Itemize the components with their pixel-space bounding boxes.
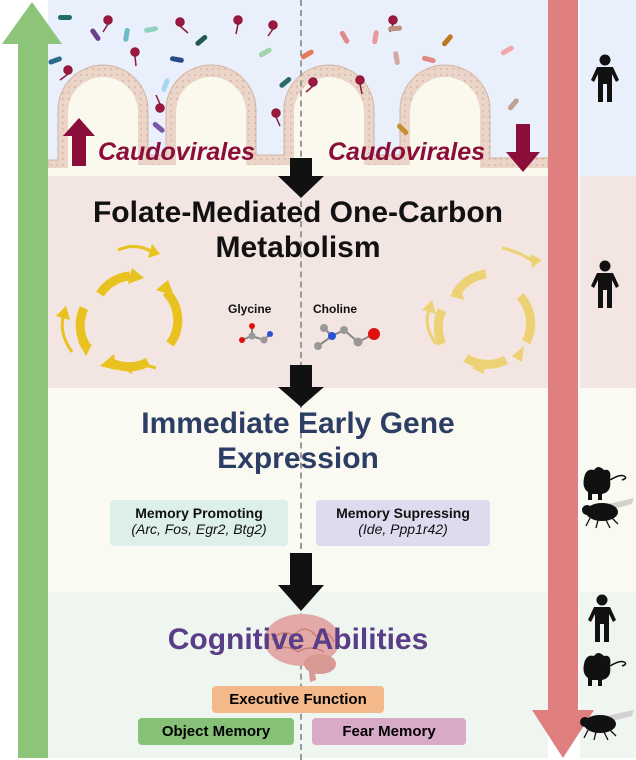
memory-promoting-heading: Memory Promoting [135, 505, 263, 521]
executive-function-box: Executive Function [212, 686, 384, 713]
memory-supressing-genes: (Ide, Ppp1r42) [358, 521, 448, 537]
mouse-icon [583, 467, 627, 500]
caudovirales-label-decrease: Caudovirales [328, 138, 486, 166]
glycine-label: Glycine [228, 302, 272, 316]
folate-metabolism-title: Folate-Mediated One-Carbon Metabolism [48, 195, 548, 265]
fear-memory-box: Fear Memory [312, 718, 466, 745]
fly-icon [582, 498, 634, 529]
memory-supressing-genes-box: Memory Supressing (Ide, Ppp1r42) [316, 500, 490, 546]
flow-arrow-down-icon [278, 365, 324, 407]
human-icon [588, 594, 616, 642]
memory-promoting-genes: (Arc, Fos, Egr2, Btg2) [131, 521, 267, 537]
increase-arrow-icon [2, 2, 62, 758]
phage-icon [59, 15, 398, 127]
folate-title-line2: Metabolism [215, 231, 381, 265]
ieg-title-line1: Immediate Early Gene [141, 407, 455, 440]
metabolic-cycle-reduced-icon [422, 246, 542, 374]
fly-icon [580, 710, 634, 741]
decrease-arrow-icon [532, 0, 594, 758]
object-memory-box: Object Memory [138, 718, 294, 745]
human-icon [591, 54, 619, 102]
choline-molecule-icon [314, 324, 380, 350]
memory-promoting-genes-box: Memory Promoting (Arc, Fos, Egr2, Btg2) [110, 500, 288, 546]
flow-arrow-down-icon [278, 553, 324, 611]
mouse-icon [583, 653, 627, 686]
flow-arrow-down-icon [278, 158, 324, 198]
choline-label: Choline [313, 302, 357, 316]
human-icon [591, 260, 619, 308]
cognitive-abilities-title: Cognitive Abilities [167, 623, 429, 656]
memory-supressing-heading: Memory Supressing [336, 505, 470, 521]
ieg-title-line2: Expression [217, 442, 379, 476]
brain-icon [264, 614, 340, 682]
microbes-and-phages [48, 15, 519, 136]
caudovirales-down-arrow-icon [506, 124, 540, 172]
caudovirales-label-increase: Caudovirales [98, 138, 256, 166]
folate-title-line1: Folate-Mediated One-Carbon [92, 196, 504, 229]
caudovirales-up-arrow-icon [63, 118, 95, 166]
immediate-early-gene-title: Immediate Early Gene Expression [48, 406, 548, 476]
glycine-molecule-icon [239, 323, 273, 344]
bacteria-icon [48, 15, 519, 136]
metabolic-cycle-active-icon [56, 244, 183, 374]
